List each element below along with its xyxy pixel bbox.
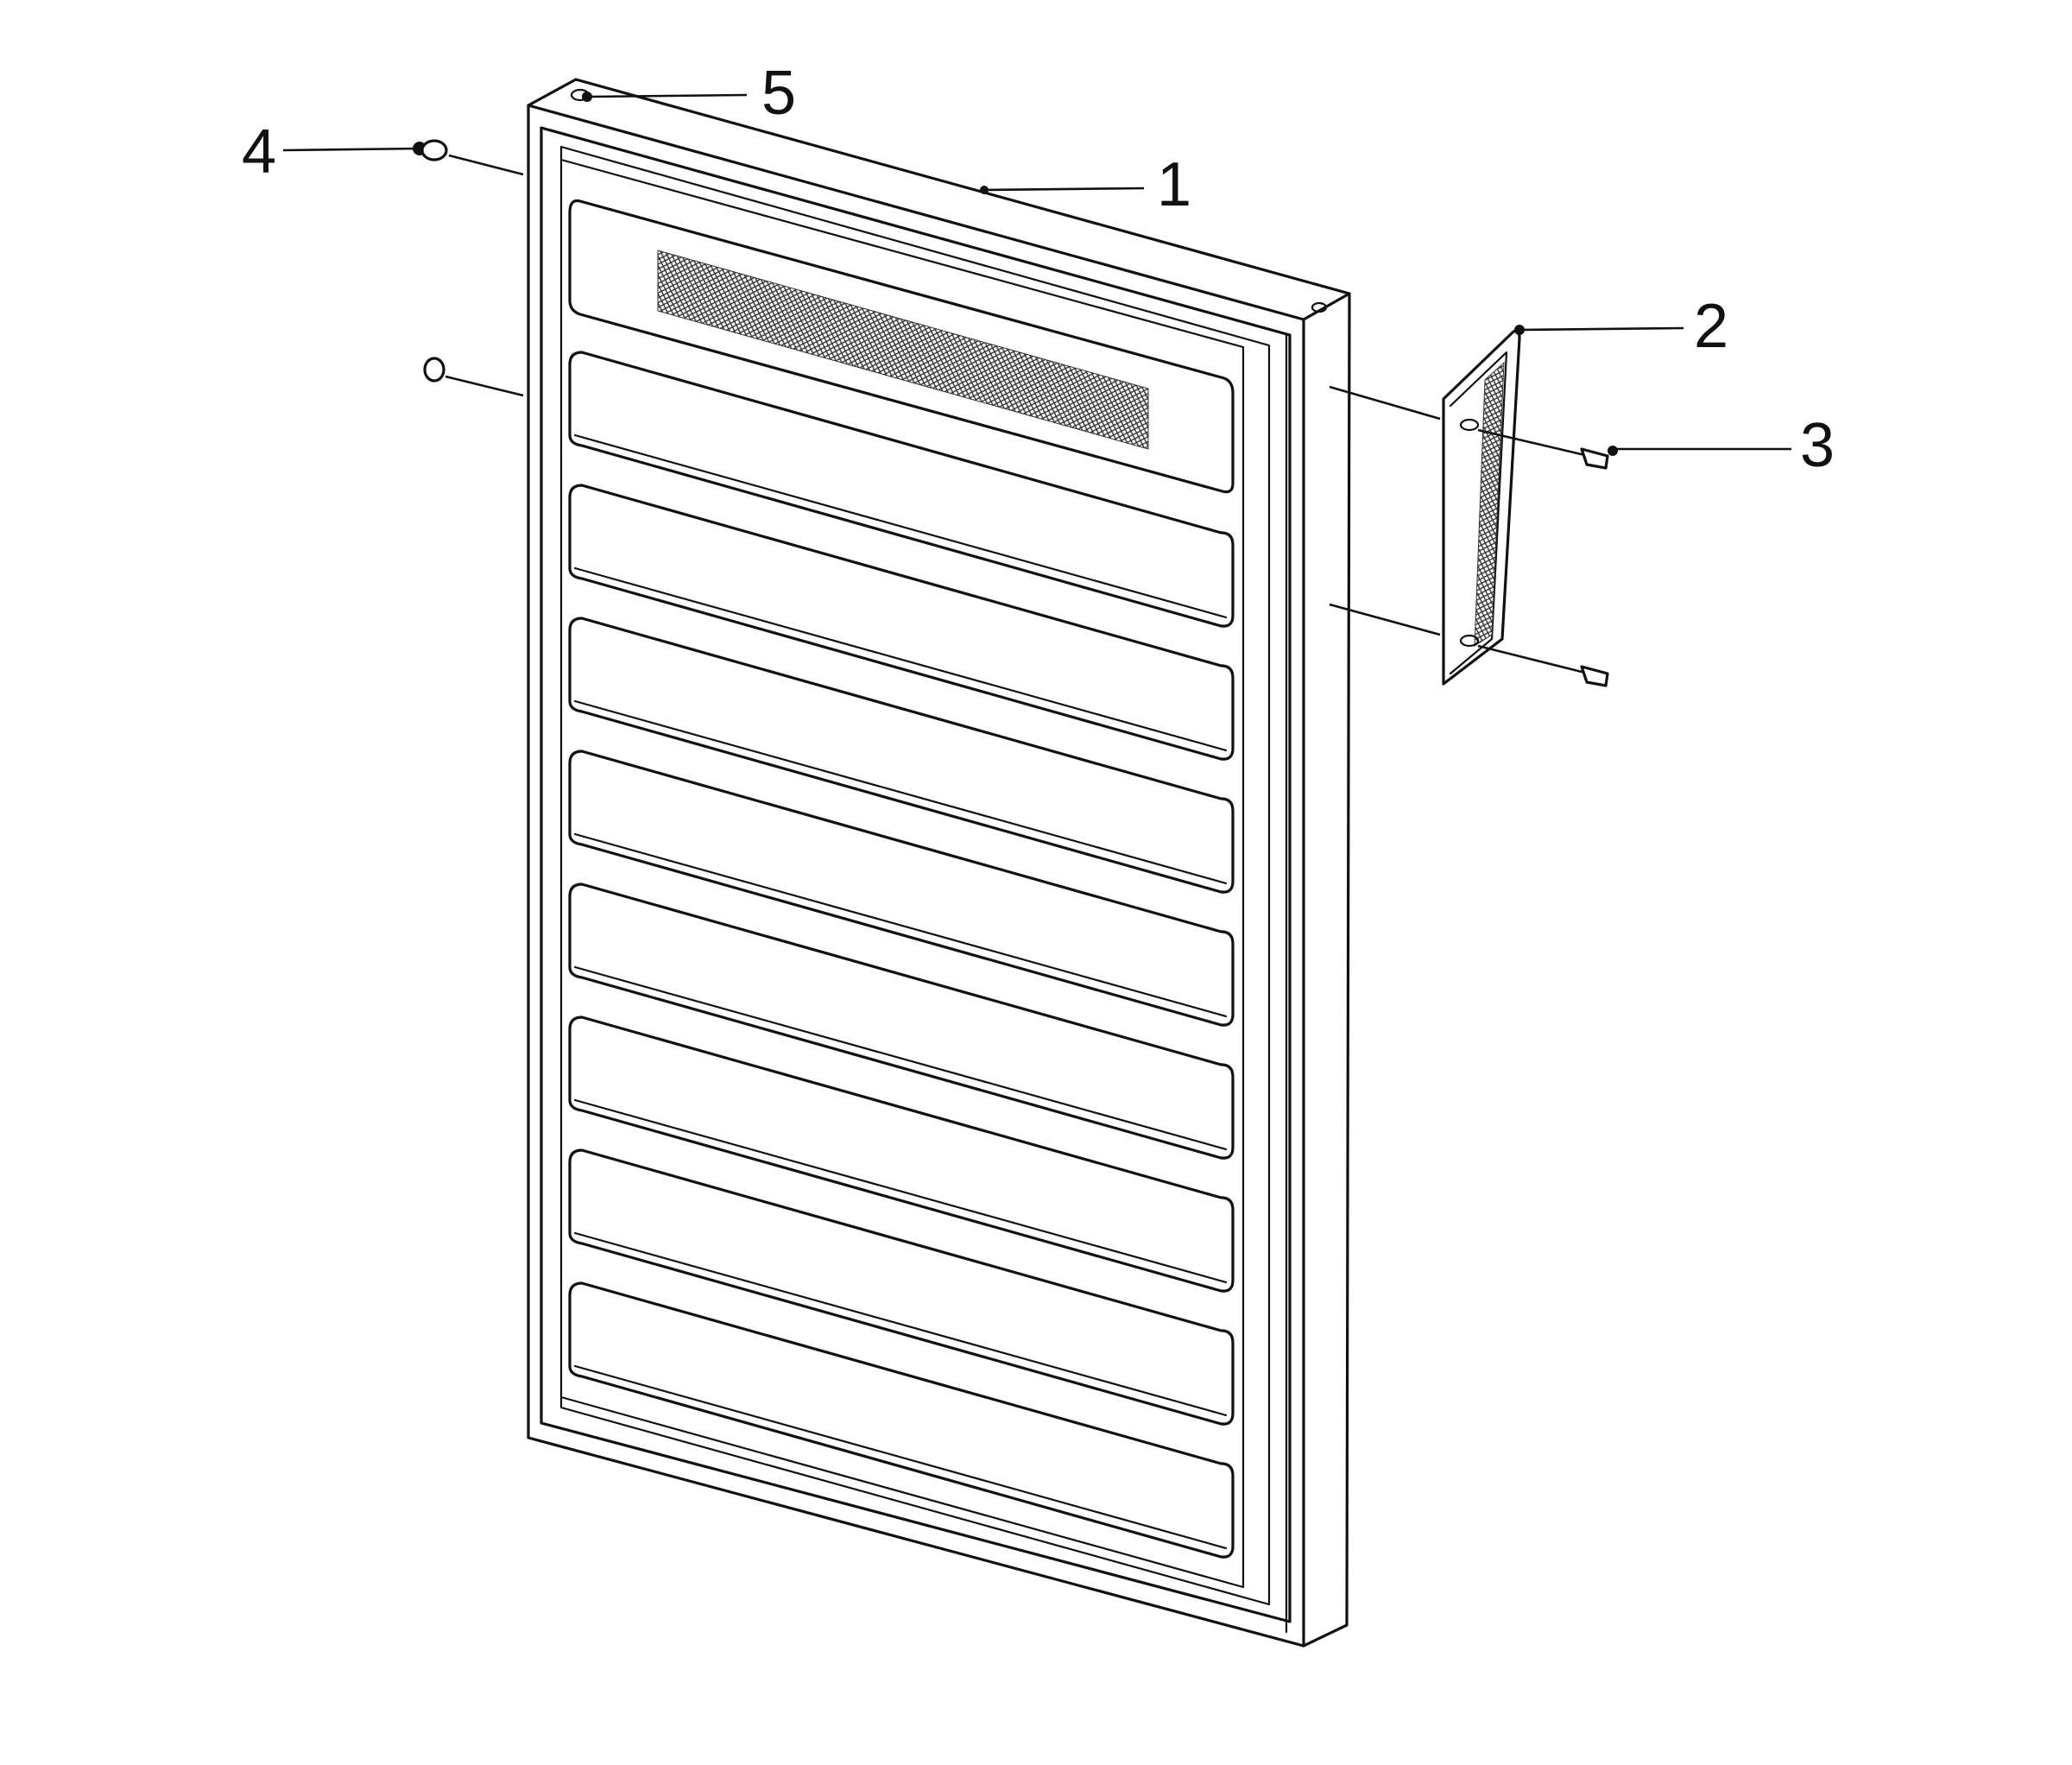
shelf-rib-3-shadow bbox=[573, 699, 1228, 884]
shelf-rib-5 bbox=[568, 882, 1235, 1160]
leader-4 bbox=[282, 147, 420, 152]
shelf-rib-4 bbox=[568, 750, 1235, 1027]
shelf-rib-5-shadow bbox=[573, 965, 1228, 1150]
hinge-plug-top bbox=[413, 139, 524, 176]
shelf-rib-8 bbox=[568, 1281, 1235, 1559]
shelf-rib-6-shadow bbox=[573, 1098, 1228, 1283]
callout-label-2: 2 bbox=[1694, 292, 1728, 361]
top-strip-outline bbox=[568, 199, 1235, 494]
door-handle bbox=[1442, 329, 1521, 686]
shelf-rib-2 bbox=[568, 484, 1235, 761]
leader-1 bbox=[983, 187, 1145, 192]
shelf-rib-1-shadow bbox=[573, 433, 1228, 618]
callout-label-1: 1 bbox=[1157, 150, 1191, 219]
handle-assembly-lines bbox=[1329, 385, 1589, 675]
door-shelf-ribs bbox=[568, 351, 1235, 1559]
callout-labels: 1 2 3 4 5 bbox=[242, 59, 1835, 480]
handle-screw-bottom bbox=[1580, 665, 1609, 687]
shelf-rib-1 bbox=[568, 351, 1235, 628]
gasket-inner bbox=[559, 145, 1271, 1606]
callout-leaders bbox=[282, 92, 1791, 451]
handle-assembly-line-bottom bbox=[1329, 603, 1441, 636]
handle-bottom-screw-hole bbox=[1459, 634, 1480, 648]
handle-screw-line-top bbox=[1477, 428, 1589, 458]
door-panel bbox=[527, 78, 1351, 1648]
shelf-rib-2-shadow bbox=[573, 566, 1228, 751]
shelf-rib-6 bbox=[568, 1015, 1235, 1293]
handle-top-screw-hole bbox=[1459, 418, 1480, 432]
top-panel-strip bbox=[568, 199, 1235, 494]
shelf-rib-7-shadow bbox=[573, 1231, 1228, 1416]
hinge-plug-middle bbox=[423, 357, 524, 397]
gasket-outer bbox=[540, 126, 1292, 1623]
shelf-rib-3 bbox=[568, 617, 1235, 894]
top-right-hinge-hole bbox=[1311, 301, 1328, 313]
handle-screw-line-bottom bbox=[1477, 644, 1589, 675]
shelf-rib-7 bbox=[568, 1148, 1235, 1426]
callout-label-4: 4 bbox=[242, 117, 276, 187]
liner-top-lip bbox=[559, 158, 1245, 1589]
door-outer-frame bbox=[527, 78, 1351, 1648]
handle-assembly-line-top bbox=[1329, 385, 1441, 421]
leader-2 bbox=[1519, 326, 1684, 332]
shelf-rib-8-shadow bbox=[573, 1364, 1228, 1549]
top-strip-hatch bbox=[657, 250, 1149, 450]
handle-screw-top bbox=[1580, 446, 1618, 470]
handle-inner-edge bbox=[1449, 351, 1508, 675]
shelf-rib-4-shadow bbox=[573, 832, 1228, 1017]
callout-label-5: 5 bbox=[761, 59, 796, 128]
leader-5 bbox=[588, 93, 748, 98]
callout-label-3: 3 bbox=[1800, 411, 1835, 480]
